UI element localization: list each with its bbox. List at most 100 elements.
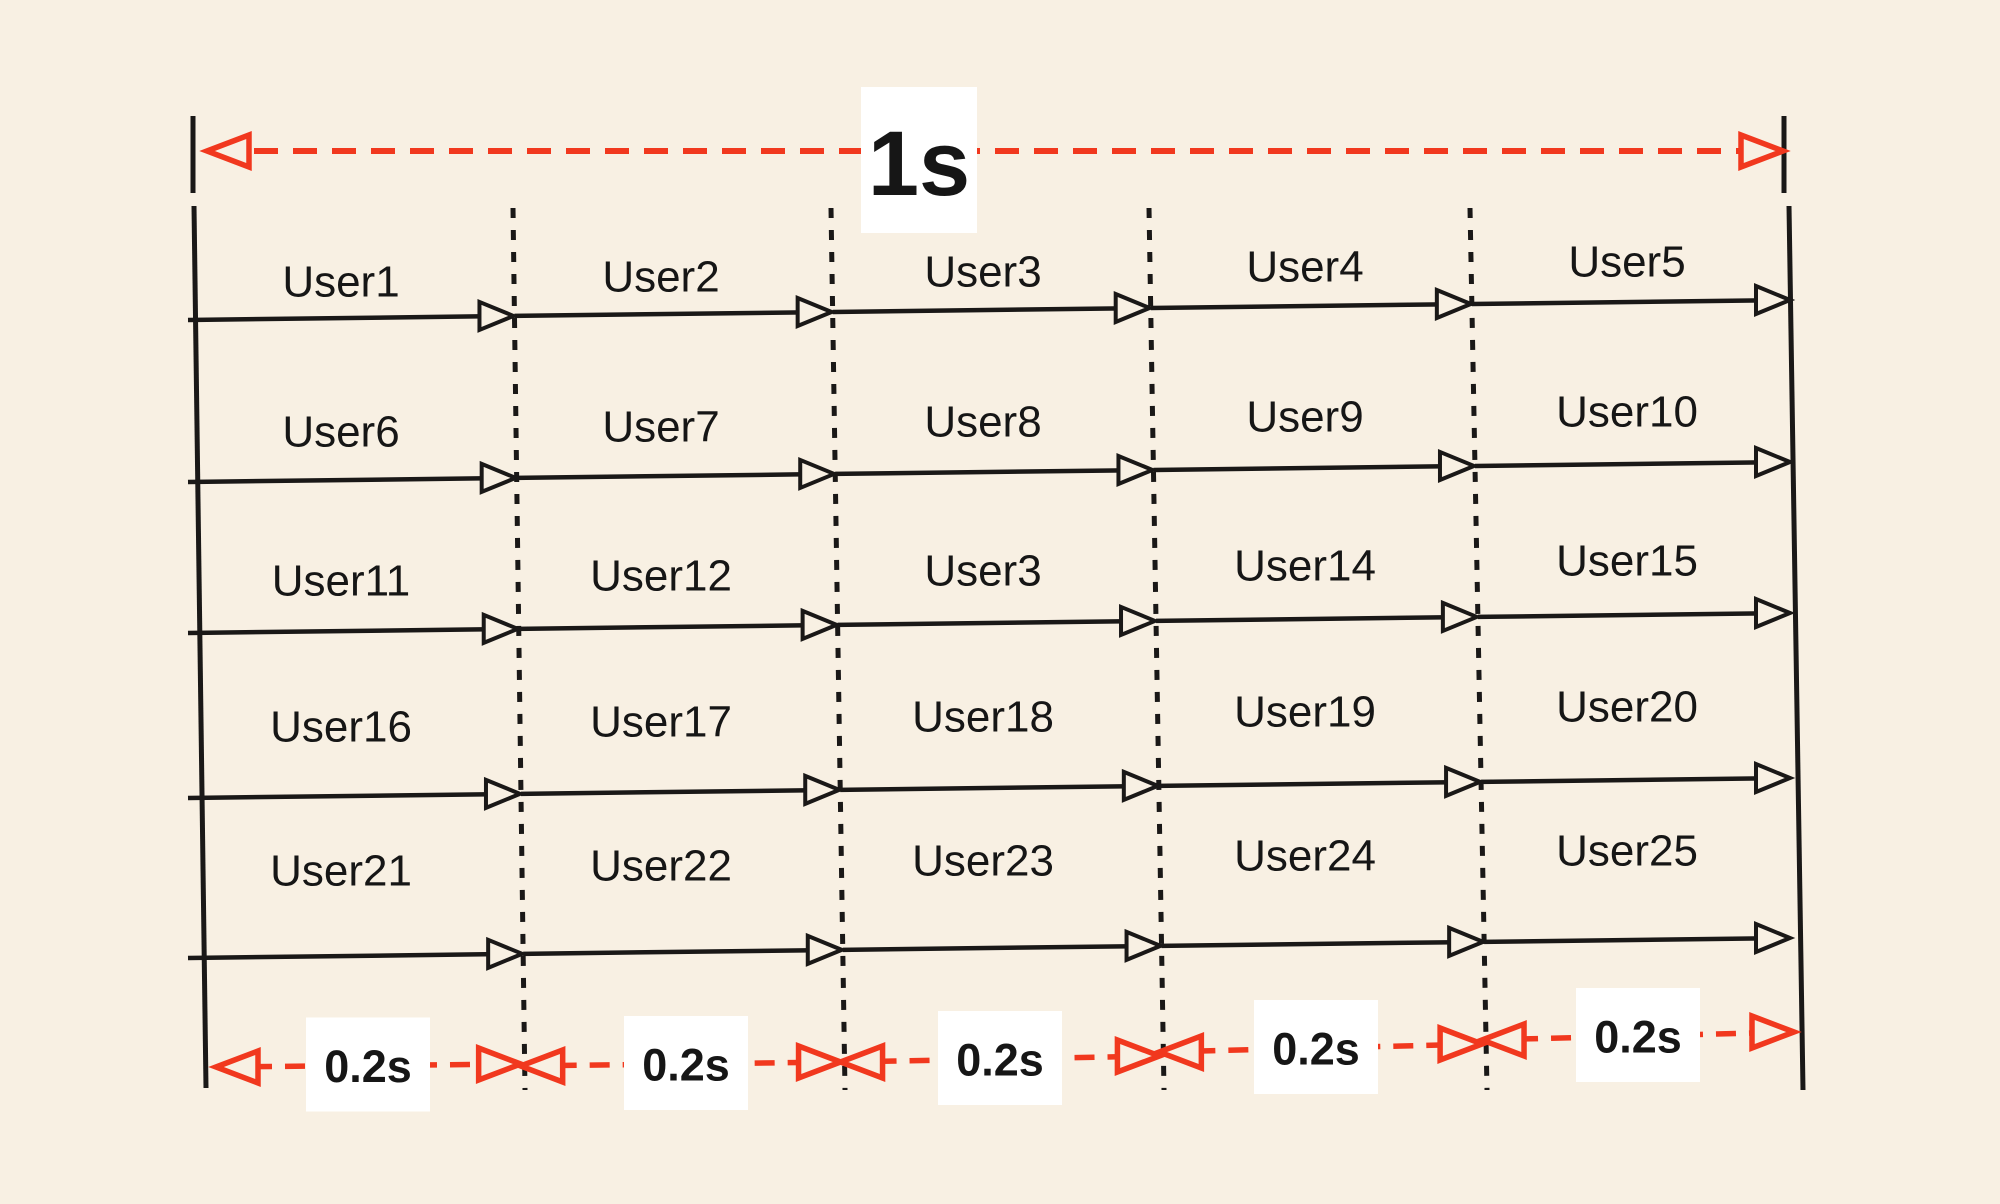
arrowhead-right-icon <box>1754 283 1796 317</box>
arrowhead-right-icon <box>475 1044 529 1084</box>
user-slot-arrow <box>514 310 804 319</box>
user-slot-arrow <box>1481 776 1763 785</box>
user-slot-arrow <box>516 472 807 481</box>
user-slot-arrow <box>1484 936 1763 945</box>
user-slot-arrow <box>187 791 493 801</box>
arrowhead-right-icon <box>800 607 842 642</box>
user-slot-arrow <box>523 947 814 957</box>
user-label: User2 <box>602 253 719 302</box>
user-slot-arrow <box>1471 298 1763 307</box>
user-slot-arrow <box>840 783 1130 793</box>
arrowhead-right-icon <box>1437 448 1480 483</box>
user-label: User7 <box>602 403 719 452</box>
arrowhead-left-icon <box>832 1042 886 1082</box>
slot-duration-label-box <box>938 1011 1062 1105</box>
user-slot-arrow <box>835 468 1125 477</box>
arrowhead-right-icon <box>1116 452 1158 487</box>
slot-duration-label-box <box>1254 1000 1378 1094</box>
arrowhead-right-icon <box>1434 287 1477 321</box>
arrowhead-right-icon <box>1119 603 1161 638</box>
slot-duration-arrow <box>1195 1042 1447 1054</box>
arrowhead-right-icon <box>1754 445 1796 479</box>
arrowhead-right-icon <box>1749 1012 1802 1052</box>
slot-duration-label-box <box>1576 988 1700 1082</box>
user-slot-arrow <box>187 314 486 323</box>
arrowhead-right-icon <box>795 294 837 329</box>
slot-divider-line-1 <box>510 207 528 1091</box>
arrowhead-right-icon <box>1738 131 1791 171</box>
total-duration-label-box <box>861 87 977 233</box>
user-label: User25 <box>1556 827 1698 876</box>
frame-right-line <box>1786 205 1806 1091</box>
user-label: User16 <box>270 703 412 752</box>
slot-duration-arrow <box>876 1053 1124 1065</box>
slot-duration-label: 0.2s <box>1272 1024 1360 1075</box>
arrowhead-right-icon <box>1440 599 1483 634</box>
slot-duration-label-box <box>624 1016 748 1110</box>
arrowhead-right-icon <box>798 456 840 491</box>
user-label: User3 <box>924 248 1041 297</box>
user-slot-arrow <box>520 787 812 797</box>
user-label: User11 <box>272 557 411 606</box>
arrowhead-right-icon <box>477 298 519 333</box>
slot-duration-label-box <box>306 1017 430 1112</box>
user-label: User19 <box>1234 688 1376 737</box>
user-slot-arrow <box>187 476 488 485</box>
arrowhead-right-icon <box>1447 924 1489 959</box>
user-slot-arrow <box>1155 615 1449 624</box>
arrowhead-right-icon <box>795 1042 849 1082</box>
arrowhead-left-icon <box>208 1047 261 1087</box>
slot-duration-arrow <box>1517 1030 1759 1042</box>
user-label: User24 <box>1234 832 1376 881</box>
slot-duration-arrow <box>556 1059 805 1069</box>
arrowhead-left-icon <box>512 1046 566 1086</box>
user-slot-arrow <box>187 951 495 961</box>
user-slot-arrow <box>1161 939 1456 949</box>
user-label: User18 <box>912 693 1054 742</box>
slot-duration-label: 0.2s <box>324 1041 412 1092</box>
user-slot-arrow <box>1474 460 1763 469</box>
user-label: User10 <box>1556 388 1698 437</box>
slot-duration-label: 0.2s <box>1594 1012 1682 1063</box>
arrowhead-right-icon <box>1754 761 1796 795</box>
arrowhead-right-icon <box>1121 768 1164 803</box>
user-label: User6 <box>282 408 399 457</box>
arrowhead-right-icon <box>805 932 848 967</box>
user-label: User20 <box>1556 683 1698 732</box>
slot-divider-line-2 <box>828 207 848 1091</box>
arrowhead-left-icon <box>199 131 252 171</box>
arrowhead-right-icon <box>1444 764 1486 799</box>
arrowhead-right-icon <box>486 936 528 971</box>
user-label: User17 <box>590 698 732 747</box>
arrowhead-right-icon <box>803 772 845 807</box>
arrowhead-right-icon <box>481 611 523 646</box>
user-slot-arrow <box>1158 779 1453 789</box>
slot-duration-label: 0.2s <box>956 1035 1044 1086</box>
slot-divider-line-4 <box>1467 207 1490 1091</box>
arrowhead-right-icon <box>1113 291 1155 325</box>
arrowhead-right-icon <box>479 460 521 495</box>
frame-left-line <box>191 205 209 1089</box>
user-label: User4 <box>1246 243 1363 292</box>
user-label: User15 <box>1556 537 1698 586</box>
user-slot-arrow <box>842 943 1133 953</box>
arrowhead-right-icon <box>1124 928 1166 963</box>
user-label: User22 <box>590 842 732 891</box>
user-label: User5 <box>1568 238 1685 287</box>
user-label: User8 <box>924 398 1041 447</box>
user-slot-arrow <box>832 306 1122 315</box>
user-label: User23 <box>912 837 1054 886</box>
total-duration-label: 1s <box>868 113 970 215</box>
user-label: User21 <box>270 847 412 896</box>
slot-divider-line-3 <box>1146 207 1167 1091</box>
user-slot-arrow <box>1153 464 1447 473</box>
user-slot-arrow <box>837 619 1128 628</box>
user-label: User1 <box>282 258 399 307</box>
user-label: User9 <box>1246 393 1363 442</box>
user-slot-arrow <box>1150 302 1443 311</box>
arrowhead-left-icon <box>1474 1020 1527 1060</box>
arrowhead-left-icon <box>1151 1032 1205 1072</box>
arrowhead-right-icon <box>1114 1036 1168 1076</box>
